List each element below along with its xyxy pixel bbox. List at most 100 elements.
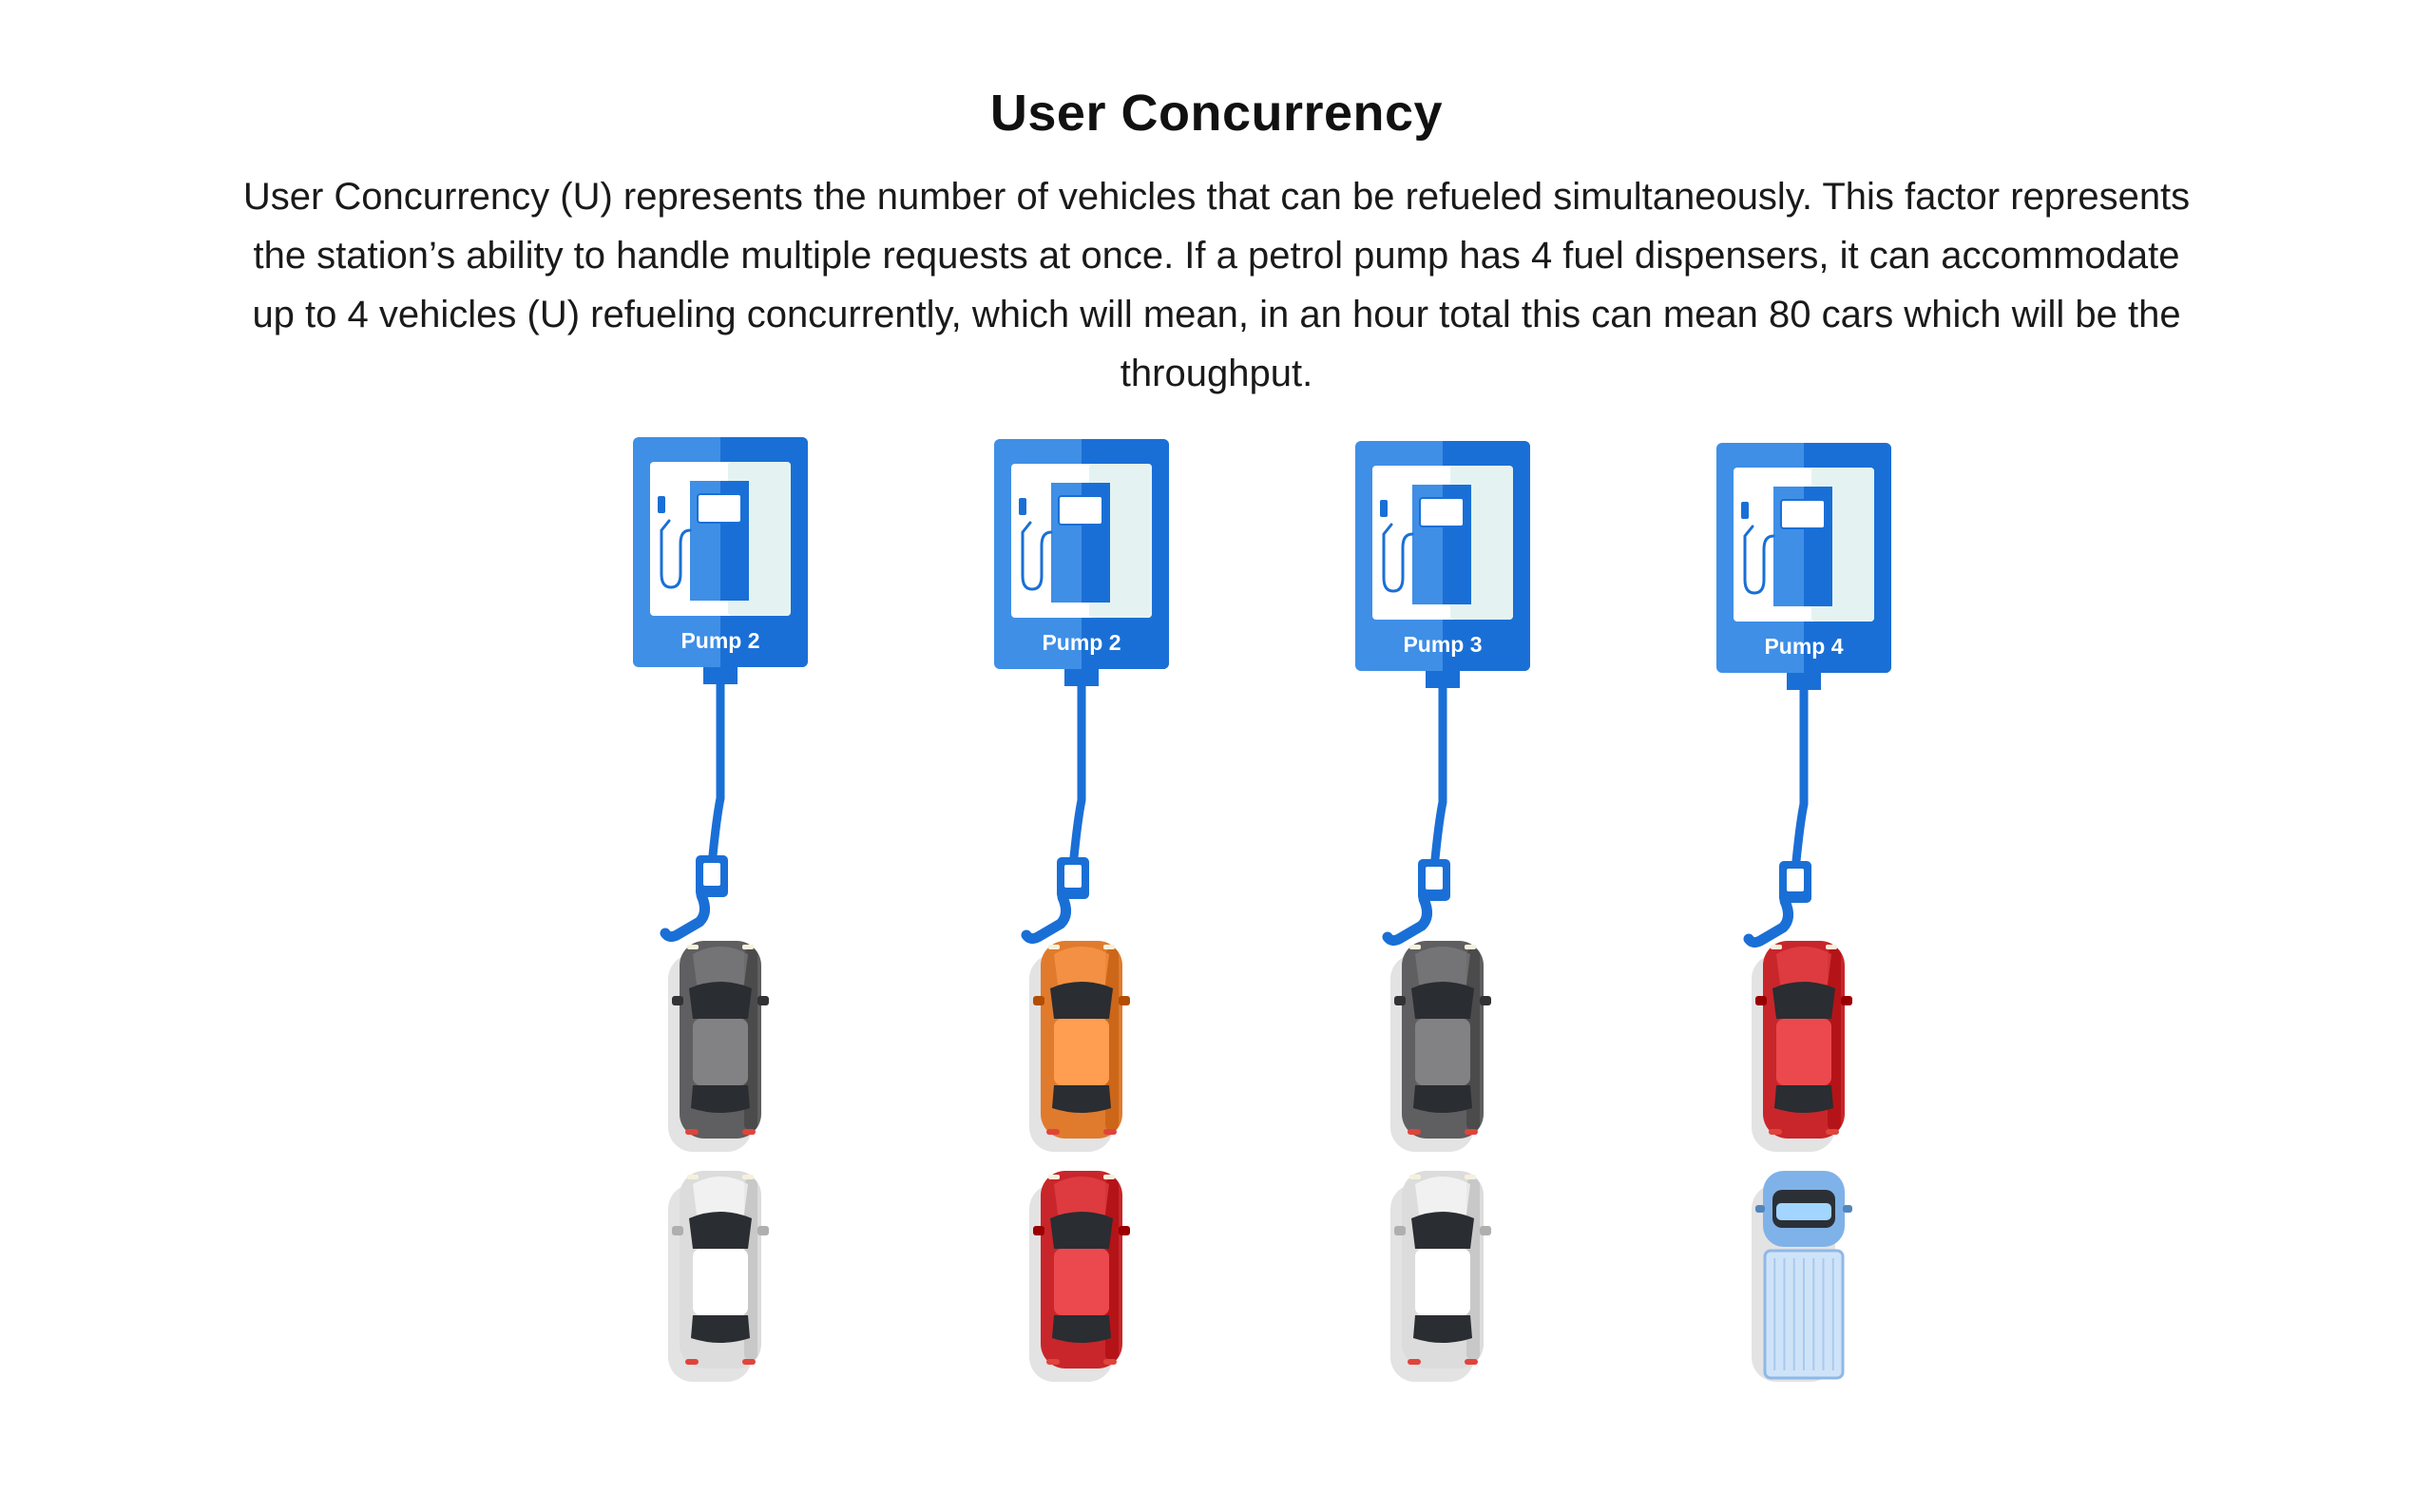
pump-label: Pump 3: [1403, 632, 1482, 657]
vehicle-car: [1390, 941, 1491, 1152]
rear-window: [1413, 1085, 1472, 1113]
nozzle-icon: [1382, 859, 1450, 947]
head-light: [1048, 945, 1060, 949]
windshield: [1411, 1212, 1474, 1249]
vehicle-car: [1390, 1171, 1491, 1382]
head-light: [687, 1175, 699, 1179]
car-roof: [1415, 1019, 1470, 1085]
windshield: [689, 982, 752, 1019]
description-text: User Concurrency (U) represents the numb…: [242, 176, 2191, 394]
mirror: [1755, 996, 1767, 1005]
rear-window: [1774, 1085, 1833, 1113]
pump-1: Pump 2: [633, 437, 808, 943]
pump-label: Pump 4: [1764, 634, 1843, 659]
rear-window: [691, 1315, 750, 1343]
vehicle-car: [668, 941, 769, 1152]
head-light: [742, 1175, 754, 1179]
car-roof: [1415, 1249, 1470, 1315]
rear-window: [1413, 1315, 1472, 1343]
fuel-hose: [1069, 679, 1086, 862]
fuel-hose: [708, 678, 725, 860]
fuel-pump-icon: [658, 481, 749, 601]
windshield: [1772, 982, 1835, 1019]
rear-window: [1052, 1085, 1111, 1113]
tail-light: [1046, 1129, 1060, 1135]
car-roof: [1054, 1249, 1109, 1315]
tail-light: [1769, 1129, 1782, 1135]
mirror: [757, 996, 769, 1005]
pump-3: Pump 3: [1355, 441, 1530, 947]
mirror: [757, 1226, 769, 1235]
tail-light: [1103, 1359, 1117, 1365]
mirror: [1480, 1226, 1491, 1235]
vehicle-car: [1029, 1171, 1130, 1382]
head-light: [1409, 945, 1421, 949]
fuel-pump-icon: [1741, 487, 1832, 606]
pump-2: Pump 2: [994, 439, 1169, 945]
car-roof: [1776, 1019, 1831, 1085]
tail-light: [1408, 1359, 1421, 1365]
tail-light: [1465, 1129, 1478, 1135]
tail-light: [742, 1359, 756, 1365]
fuel-pump-icon: [1019, 483, 1110, 603]
nozzle-icon: [660, 855, 728, 943]
head-light: [1465, 1175, 1476, 1179]
pump-label: Pump 2: [680, 628, 759, 653]
vehicle-pickup-truck: [1752, 1171, 1852, 1382]
pump-connector: [1426, 671, 1460, 688]
pump-label: Pump 2: [1042, 630, 1121, 655]
tail-light: [1046, 1359, 1060, 1365]
car-roof: [1054, 1019, 1109, 1085]
vehicle-car: [1029, 941, 1130, 1152]
vehicle-car: [1752, 941, 1852, 1152]
mirror: [1033, 996, 1044, 1005]
nozzle-icon: [1021, 857, 1089, 945]
head-light: [1103, 945, 1115, 949]
mirror: [1843, 1205, 1852, 1213]
tail-light: [1103, 1129, 1117, 1135]
head-light: [1409, 1175, 1421, 1179]
mirror: [672, 1226, 683, 1235]
tail-light: [1465, 1359, 1478, 1365]
fuel-hose: [1791, 683, 1809, 866]
car-roof: [693, 1019, 748, 1085]
head-light: [742, 945, 754, 949]
mirror: [1841, 996, 1852, 1005]
windshield: [1050, 1212, 1113, 1249]
rear-window: [1052, 1315, 1111, 1343]
mirror: [1119, 996, 1130, 1005]
tail-light: [742, 1129, 756, 1135]
vehicle-car: [668, 1171, 769, 1382]
pump-connector: [1787, 673, 1821, 690]
fuel-pump-icon: [1380, 485, 1471, 604]
pump-connector: [703, 667, 738, 684]
head-light: [1771, 945, 1782, 949]
tail-light: [685, 1359, 699, 1365]
pump-4: Pump 4: [1716, 443, 1891, 948]
tail-light: [1826, 1129, 1839, 1135]
windshield: [1050, 982, 1113, 1019]
mirror: [1033, 1226, 1044, 1235]
mirror: [1394, 996, 1406, 1005]
mirror: [1119, 1226, 1130, 1235]
mirror: [672, 996, 683, 1005]
head-light: [1103, 1175, 1115, 1179]
mirror: [1755, 1205, 1765, 1213]
tail-light: [685, 1129, 699, 1135]
mirror: [1480, 996, 1491, 1005]
head-light: [687, 945, 699, 949]
tail-light: [1408, 1129, 1421, 1135]
car-roof: [693, 1249, 748, 1315]
mirror: [1394, 1226, 1406, 1235]
pump-connector: [1064, 669, 1099, 686]
windshield: [1411, 982, 1474, 1019]
rear-window: [691, 1085, 750, 1113]
windshield: [689, 1212, 752, 1249]
head-light: [1465, 945, 1476, 949]
head-light: [1048, 1175, 1060, 1179]
head-light: [1826, 945, 1837, 949]
fuel-hose: [1430, 681, 1447, 864]
page-title: User Concurrency: [989, 85, 1444, 142]
nozzle-icon: [1743, 861, 1811, 948]
